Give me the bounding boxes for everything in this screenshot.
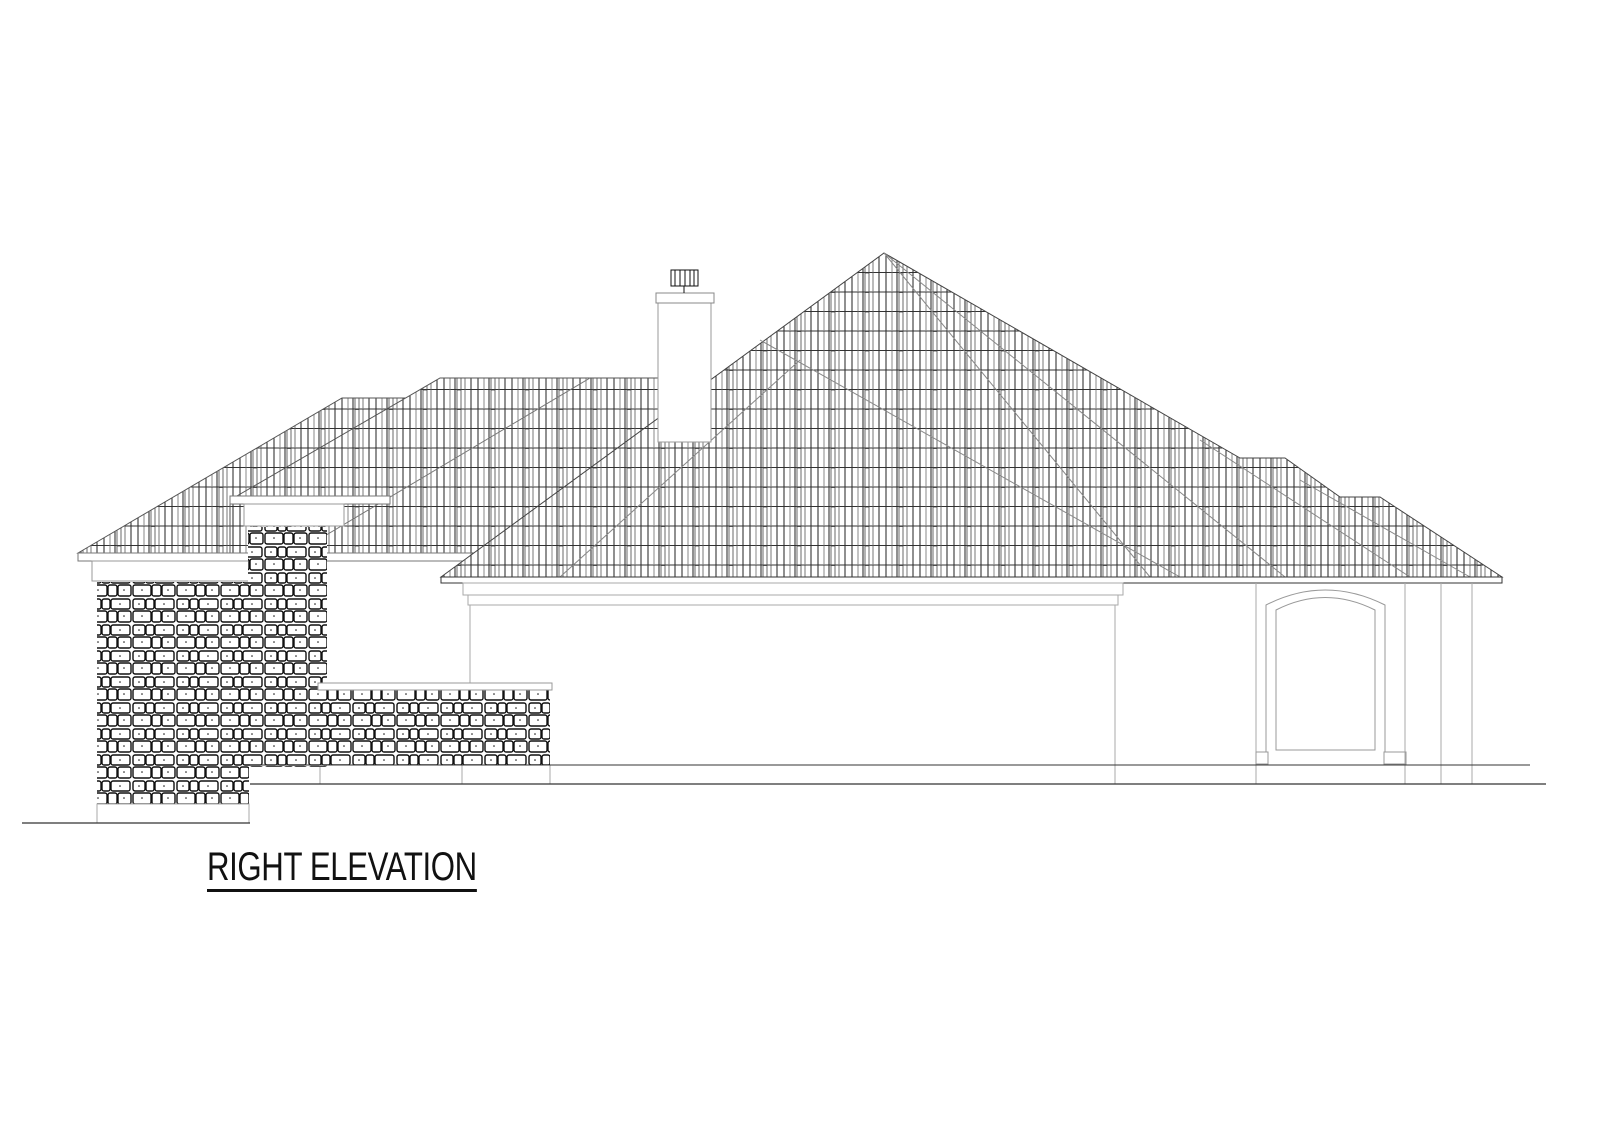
chimney [657, 301, 712, 443]
left-frieze [91, 560, 251, 582]
porch-frieze [243, 503, 345, 527]
porch-fascia [229, 495, 391, 505]
low-wall-cap [317, 682, 553, 691]
hip-lines [559, 252, 1471, 578]
walls [319, 582, 1473, 784]
arched-opening [1255, 589, 1407, 765]
grade-lines [22, 764, 1546, 824]
stone-left-column [97, 582, 249, 804]
main-hip-roof [439, 252, 1504, 578]
main-fascia [440, 576, 1503, 584]
left-fascia [77, 552, 251, 562]
stone-upper-column [248, 527, 327, 767]
valley-line [295, 377, 591, 554]
chimney-vent-icon [670, 269, 699, 293]
column-base [96, 803, 250, 824]
stone-low-wall [318, 690, 550, 765]
chimney-cap [655, 292, 715, 304]
drawing-title: RIGHT ELEVATION [207, 846, 477, 892]
